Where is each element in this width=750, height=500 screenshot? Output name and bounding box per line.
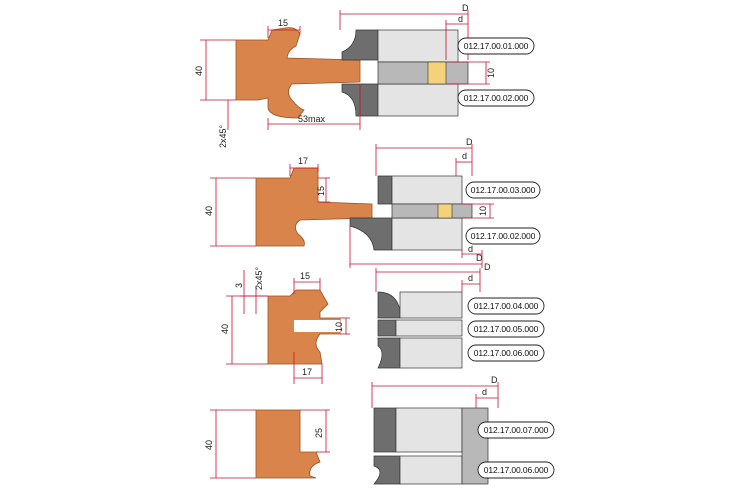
svg-text:012.17.00.02.000: 012.17.00.02.000	[464, 93, 529, 103]
cutter-hub-2a	[391, 175, 463, 205]
cutter-body-3b	[377, 319, 397, 337]
code-label-3a: 012.17.00.04.000	[467, 297, 545, 315]
code-label-2a: 012.17.00.03.000	[465, 181, 541, 199]
dim-3-chamfer: 2x45°	[254, 266, 264, 290]
cutter-body-3a	[377, 291, 401, 319]
code-label-1b: 012.17.00.02.000	[457, 89, 535, 107]
dimensions-4	[210, 382, 499, 479]
code-label-3b: 012.17.00.05.000	[467, 320, 545, 338]
cutter-body-3c	[377, 337, 401, 369]
spindle-1	[377, 61, 469, 85]
dim-1-height: 40	[194, 66, 204, 76]
code-label-4b: 012.17.00.06.000	[477, 461, 555, 479]
dim-1-top: 15	[278, 18, 288, 28]
group-1: 15 40 2x45° 53max D d 10 012.17.00.01.00…	[194, 3, 535, 148]
cutter-body-4b	[373, 455, 401, 485]
cutter-hub-3a	[399, 291, 463, 319]
svg-text:012.17.00.05.000: 012.17.00.05.000	[474, 324, 539, 334]
cutter-hub-3c	[399, 337, 463, 369]
dim-2-gap: 10	[478, 206, 488, 216]
code-label-3c: 012.17.00.06.000	[467, 344, 545, 362]
dimensions-2	[210, 144, 494, 268]
svg-text:012.17.00.07.000: 012.17.00.07.000	[484, 425, 549, 435]
cutter-body-1a	[341, 29, 379, 61]
dim-2-top: 17	[298, 156, 308, 166]
dim-1-d: d	[458, 14, 463, 24]
cutter-body-4a	[373, 407, 397, 453]
dim-2-d-bottom: d	[468, 244, 473, 254]
workpiece-profile-2	[255, 167, 373, 247]
dim-3-D: D	[484, 262, 491, 272]
workpiece-profile-1	[235, 27, 361, 119]
dim-1-gap: 10	[486, 68, 496, 78]
code-label-4a: 012.17.00.07.000	[477, 421, 555, 439]
cutter-body-2b	[349, 217, 393, 251]
dim-1-depth: 53max	[298, 114, 326, 124]
dim-4-d: d	[482, 387, 487, 397]
cutter-hub-1a	[377, 29, 459, 63]
cutter-hub-1b	[377, 83, 459, 117]
dimensions-3	[226, 268, 481, 384]
svg-text:012.17.00.01.000: 012.17.00.01.000	[464, 41, 529, 51]
cutter-body-2a	[377, 175, 393, 205]
svg-text:012.17.00.06.000: 012.17.00.06.000	[474, 348, 539, 358]
svg-text:012.17.00.06.000: 012.17.00.06.000	[484, 465, 549, 475]
group-3: 3 2x45° 15 40 10 17 D d 012.17.00.04.000…	[220, 262, 545, 384]
dim-1-D: D	[462, 3, 469, 13]
dim-3-bottom: 17	[302, 367, 312, 377]
dim-1-chamfer: 2x45°	[218, 124, 228, 148]
dim-3-top: 15	[300, 271, 310, 281]
dim-2-height: 40	[204, 206, 214, 216]
dim-2-D-top: D	[466, 137, 473, 147]
dim-2-step: 15	[316, 186, 326, 196]
cutter-hub-3b	[395, 319, 463, 337]
dim-2-D-bottom: D	[476, 253, 483, 263]
spacer-ring-1	[427, 61, 447, 85]
dim-4-D: D	[491, 375, 498, 385]
dim-3-d: d	[468, 273, 473, 283]
dim-3-gap: 10	[334, 322, 344, 332]
spacer-ring-2	[437, 203, 453, 219]
dim-4-height: 40	[204, 440, 214, 450]
svg-text:012.17.00.03.000: 012.17.00.03.000	[471, 185, 536, 195]
dimensions-1	[200, 10, 490, 130]
code-label-1a: 012.17.00.01.000	[457, 37, 535, 55]
group-2: 17 15 40 D d 10 D d 012.17.00.03.000 012…	[204, 137, 541, 268]
group-4: 40 25 D d 012.17.00.07.000 012.17.00.06.…	[204, 375, 555, 485]
workpiece-slot-3	[294, 320, 340, 332]
dim-3-3: 3	[234, 283, 244, 288]
cutter-hub-4b	[399, 455, 463, 485]
svg-text:012.17.00.04.000: 012.17.00.04.000	[474, 301, 539, 311]
dim-2-d: d	[462, 151, 467, 161]
spindle-2	[391, 203, 473, 219]
dim-4-25: 25	[314, 428, 324, 438]
workpiece-profile-4	[255, 409, 321, 479]
svg-text:012.17.00.02.000: 012.17.00.02.000	[471, 231, 536, 241]
dim-3-height: 40	[220, 324, 230, 334]
code-label-2b: 012.17.00.02.000	[465, 227, 541, 245]
cutter-hub-4a	[395, 407, 463, 453]
cutter-hub-2b	[391, 217, 463, 251]
